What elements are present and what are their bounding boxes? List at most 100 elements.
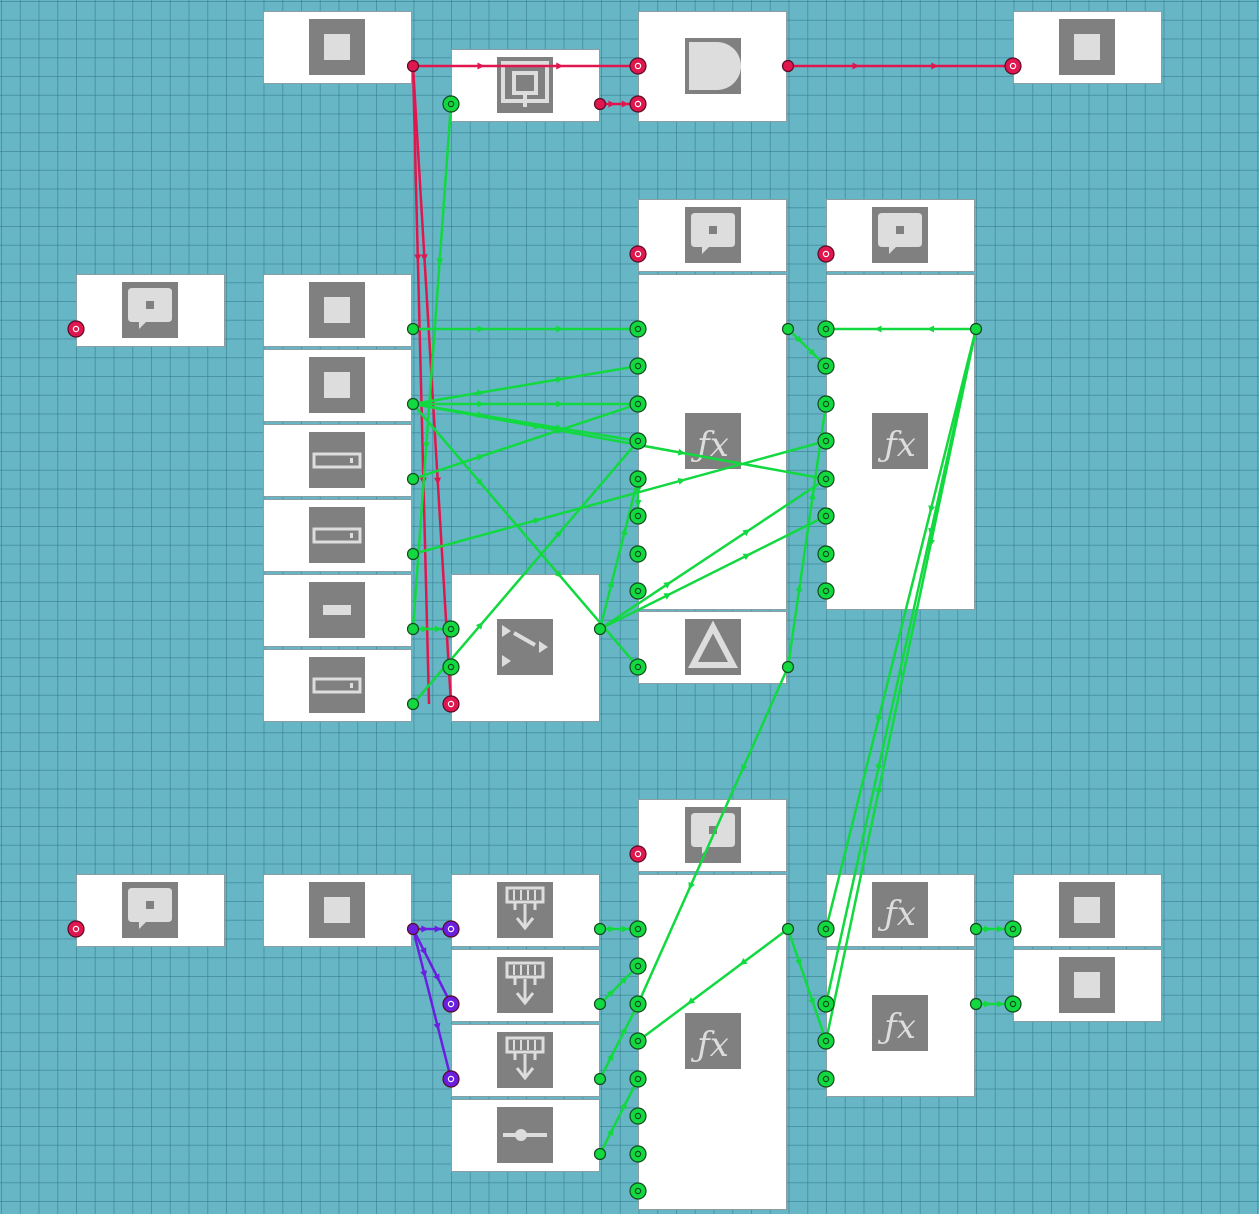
input-port-65[interactable] — [442, 995, 460, 1013]
output-port-49[interactable] — [406, 547, 420, 561]
node-n20[interactable] — [263, 874, 412, 947]
node-n13[interactable] — [263, 649, 412, 722]
input-port-43[interactable] — [817, 1070, 835, 1088]
input-port-8[interactable] — [629, 845, 647, 863]
input-port-26[interactable] — [817, 470, 835, 488]
output-port-53[interactable] — [781, 322, 795, 336]
output-port-59[interactable] — [593, 1147, 607, 1161]
input-port-31[interactable] — [442, 658, 460, 676]
node-n24[interactable] — [451, 1099, 600, 1172]
node-n1[interactable] — [263, 11, 412, 84]
node-n2[interactable] — [451, 49, 600, 122]
input-port-36[interactable] — [629, 1070, 647, 1088]
input-port-1[interactable] — [629, 95, 647, 113]
input-port-4[interactable] — [629, 245, 647, 263]
and-gate-icon — [685, 38, 741, 94]
output-port-9[interactable] — [406, 59, 420, 73]
memory-read-icon — [497, 1032, 553, 1088]
input-port-6[interactable] — [442, 695, 460, 713]
output-port-51[interactable] — [406, 697, 420, 711]
input-port-64[interactable] — [442, 920, 460, 938]
input-port-22[interactable] — [817, 320, 835, 338]
input-port-37[interactable] — [629, 1107, 647, 1125]
square-icon — [309, 19, 365, 75]
minus-icon — [309, 582, 365, 638]
node-n9[interactable] — [263, 349, 412, 422]
node-n29[interactable] — [1013, 949, 1162, 1022]
output-port-47[interactable] — [406, 397, 420, 411]
input-port-18[interactable] — [629, 507, 647, 525]
output-port-63[interactable] — [406, 922, 420, 936]
input-port-35[interactable] — [629, 1032, 647, 1050]
node-n8[interactable] — [263, 274, 412, 347]
output-port-52[interactable] — [593, 622, 607, 636]
input-port-40[interactable] — [817, 920, 835, 938]
node-n11[interactable] — [263, 499, 412, 572]
output-port-55[interactable] — [781, 660, 795, 674]
input-port-29[interactable] — [817, 582, 835, 600]
node-n6[interactable] — [638, 199, 787, 272]
input-port-19[interactable] — [629, 545, 647, 563]
input-port-24[interactable] — [817, 395, 835, 413]
output-port-48[interactable] — [406, 472, 420, 486]
node-n3[interactable] — [638, 11, 787, 122]
output-port-54[interactable] — [969, 322, 983, 336]
node-n5[interactable] — [76, 274, 225, 347]
input-port-5[interactable] — [817, 245, 835, 263]
input-port-3[interactable] — [67, 320, 85, 338]
input-field-icon — [309, 657, 365, 713]
input-port-30[interactable] — [442, 620, 460, 638]
input-port-15[interactable] — [629, 395, 647, 413]
input-port-7[interactable] — [67, 920, 85, 938]
input-port-41[interactable] — [817, 995, 835, 1013]
input-port-34[interactable] — [629, 995, 647, 1013]
comment-icon — [685, 207, 741, 263]
input-port-14[interactable] — [629, 357, 647, 375]
input-port-17[interactable] — [629, 470, 647, 488]
memory-read-icon — [497, 882, 553, 938]
input-port-21[interactable] — [629, 658, 647, 676]
input-field-icon — [309, 507, 365, 563]
output-port-58[interactable] — [593, 1072, 607, 1086]
input-port-27[interactable] — [817, 507, 835, 525]
comment-icon — [122, 882, 178, 938]
node-n4[interactable] — [1013, 11, 1162, 84]
output-port-57[interactable] — [593, 997, 607, 1011]
output-port-11[interactable] — [781, 59, 795, 73]
input-port-12[interactable] — [442, 95, 460, 113]
node-n21[interactable] — [451, 874, 600, 947]
output-port-10[interactable] — [593, 97, 607, 111]
input-port-39[interactable] — [629, 1182, 647, 1200]
input-port-44[interactable] — [1004, 920, 1022, 938]
input-port-2[interactable] — [1004, 57, 1022, 75]
output-port-62[interactable] — [969, 997, 983, 1011]
input-port-25[interactable] — [817, 432, 835, 450]
input-port-45[interactable] — [1004, 995, 1022, 1013]
input-port-38[interactable] — [629, 1145, 647, 1163]
node-n23[interactable] — [451, 1024, 600, 1097]
output-port-50[interactable] — [406, 622, 420, 636]
node-n7[interactable] — [826, 199, 975, 272]
memory-read-icon — [497, 957, 553, 1013]
input-port-16[interactable] — [629, 432, 647, 450]
input-port-13[interactable] — [629, 320, 647, 338]
node-n22[interactable] — [451, 949, 600, 1022]
input-port-0[interactable] — [629, 57, 647, 75]
input-port-20[interactable] — [629, 582, 647, 600]
input-port-66[interactable] — [442, 1070, 460, 1088]
node-n28[interactable] — [1013, 874, 1162, 947]
input-port-33[interactable] — [629, 957, 647, 975]
node-n10[interactable] — [263, 424, 412, 497]
node-n12[interactable] — [263, 574, 412, 647]
output-port-60[interactable] — [781, 922, 795, 936]
input-port-32[interactable] — [629, 920, 647, 938]
input-port-23[interactable] — [817, 357, 835, 375]
output-port-46[interactable] — [406, 322, 420, 336]
square-icon — [1059, 19, 1115, 75]
output-port-56[interactable] — [593, 922, 607, 936]
output-port-61[interactable] — [969, 922, 983, 936]
input-port-42[interactable] — [817, 1032, 835, 1050]
node-n18[interactable] — [76, 874, 225, 947]
input-port-28[interactable] — [817, 545, 835, 563]
